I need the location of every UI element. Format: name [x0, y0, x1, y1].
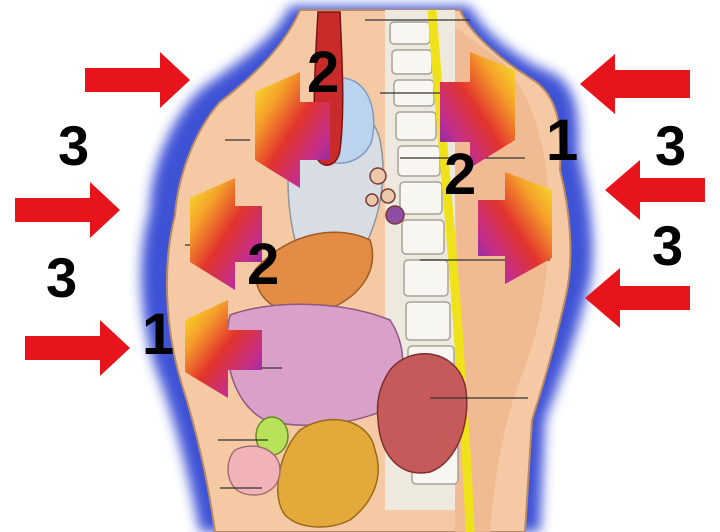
- arrow-left-top: [85, 52, 190, 108]
- label-two: 2: [444, 146, 476, 204]
- label-three: 3: [655, 118, 686, 174]
- label-three: 3: [652, 218, 683, 274]
- label-one: 1: [142, 306, 174, 364]
- arrow-right-bottom: [585, 268, 690, 328]
- label-two: 2: [247, 236, 279, 294]
- label-three: 3: [58, 118, 89, 174]
- label-three: 3: [46, 250, 77, 306]
- label-two: 2: [307, 44, 339, 102]
- arrow-left-bottom: [25, 320, 130, 376]
- label-one: 1: [546, 112, 578, 170]
- arrow-left-middle: [15, 182, 120, 238]
- arrow-right-top: [580, 54, 690, 114]
